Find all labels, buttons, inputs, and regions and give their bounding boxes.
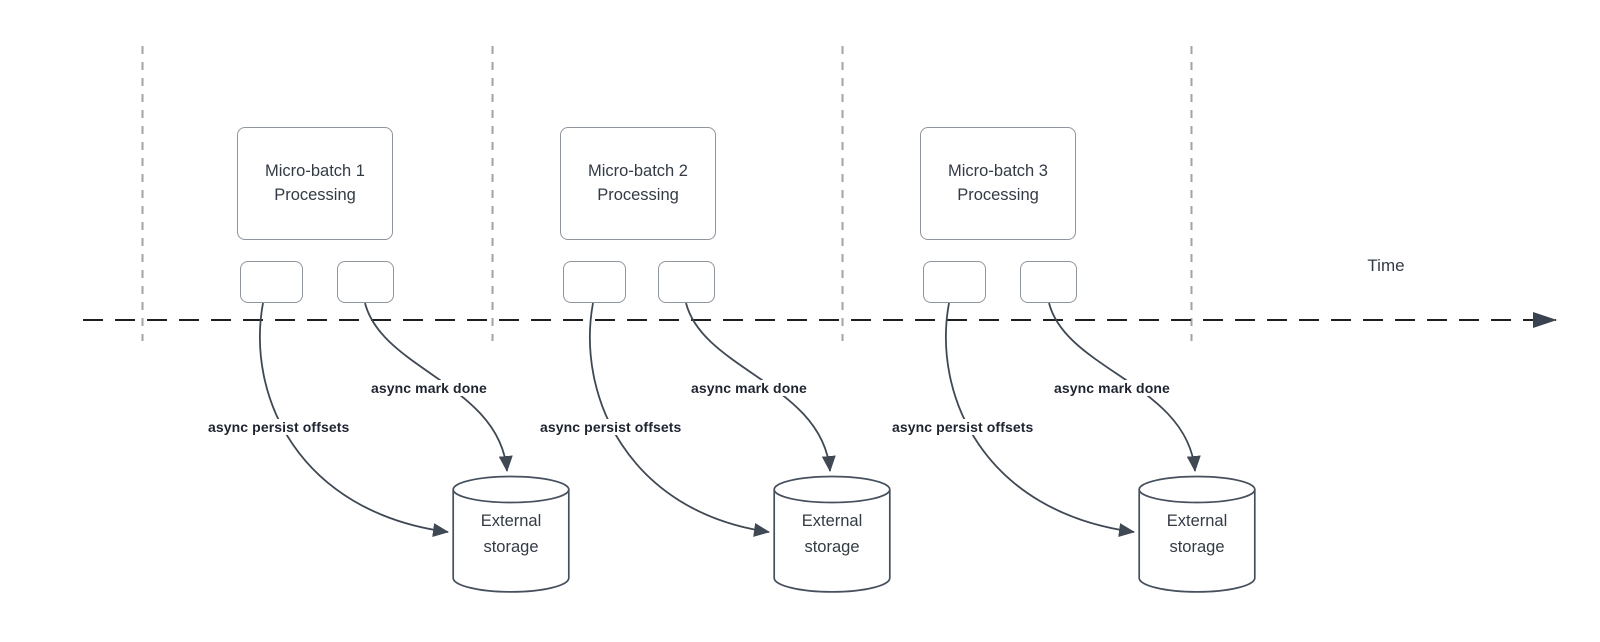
microbatch-2-persist-task-box bbox=[563, 261, 626, 303]
mark-done-label-1: async mark done bbox=[368, 380, 490, 396]
external-storage-label-3: External storage bbox=[1166, 512, 1228, 556]
microbatch-1-done-task-box bbox=[337, 261, 394, 303]
external-storage-label-2: External storage bbox=[801, 512, 863, 556]
persist-offsets-arrow-3 bbox=[945, 302, 1135, 537]
mark-done-label-3: async mark done bbox=[1051, 380, 1173, 396]
microbatch-2-done-task-box bbox=[658, 261, 715, 303]
persist-offsets-arrow-2 bbox=[589, 302, 770, 537]
microbatch-1-persist-task-box bbox=[240, 261, 303, 303]
microbatch-3-done-task-box bbox=[1020, 261, 1077, 303]
persist-offsets-label-2: async persist offsets bbox=[537, 419, 685, 435]
persist-offsets-arrow-1 bbox=[259, 302, 449, 537]
mark-done-label-2: async mark done bbox=[688, 380, 810, 396]
external-storage-label-1: External storage bbox=[480, 512, 542, 556]
microbatch-2-processing-box: Micro-batch 2 Processing bbox=[560, 127, 716, 240]
external-storage-cylinder-2: External storage bbox=[773, 475, 891, 593]
time-axis-label: Time bbox=[1367, 256, 1405, 275]
persist-offsets-label-1: async persist offsets bbox=[205, 419, 353, 435]
microbatch-3-processing-box: Micro-batch 3 Processing bbox=[920, 127, 1076, 240]
external-storage-cylinder-1: External storage bbox=[452, 475, 570, 593]
microbatch-3-title: Micro-batch 3 Processing bbox=[948, 161, 1048, 204]
persist-offsets-label-3: async persist offsets bbox=[889, 419, 1037, 435]
microbatch-2-title: Micro-batch 2 Processing bbox=[588, 161, 688, 204]
cylinder-icon bbox=[452, 475, 570, 593]
external-storage-cylinder-3: External storage bbox=[1138, 475, 1256, 593]
microbatch-3-persist-task-box bbox=[923, 261, 986, 303]
microbatch-1-processing-box: Micro-batch 1 Processing bbox=[237, 127, 393, 240]
microbatch-1-title: Micro-batch 1 Processing bbox=[265, 161, 365, 204]
cylinder-icon bbox=[773, 475, 891, 593]
cylinder-icon bbox=[1138, 475, 1256, 593]
